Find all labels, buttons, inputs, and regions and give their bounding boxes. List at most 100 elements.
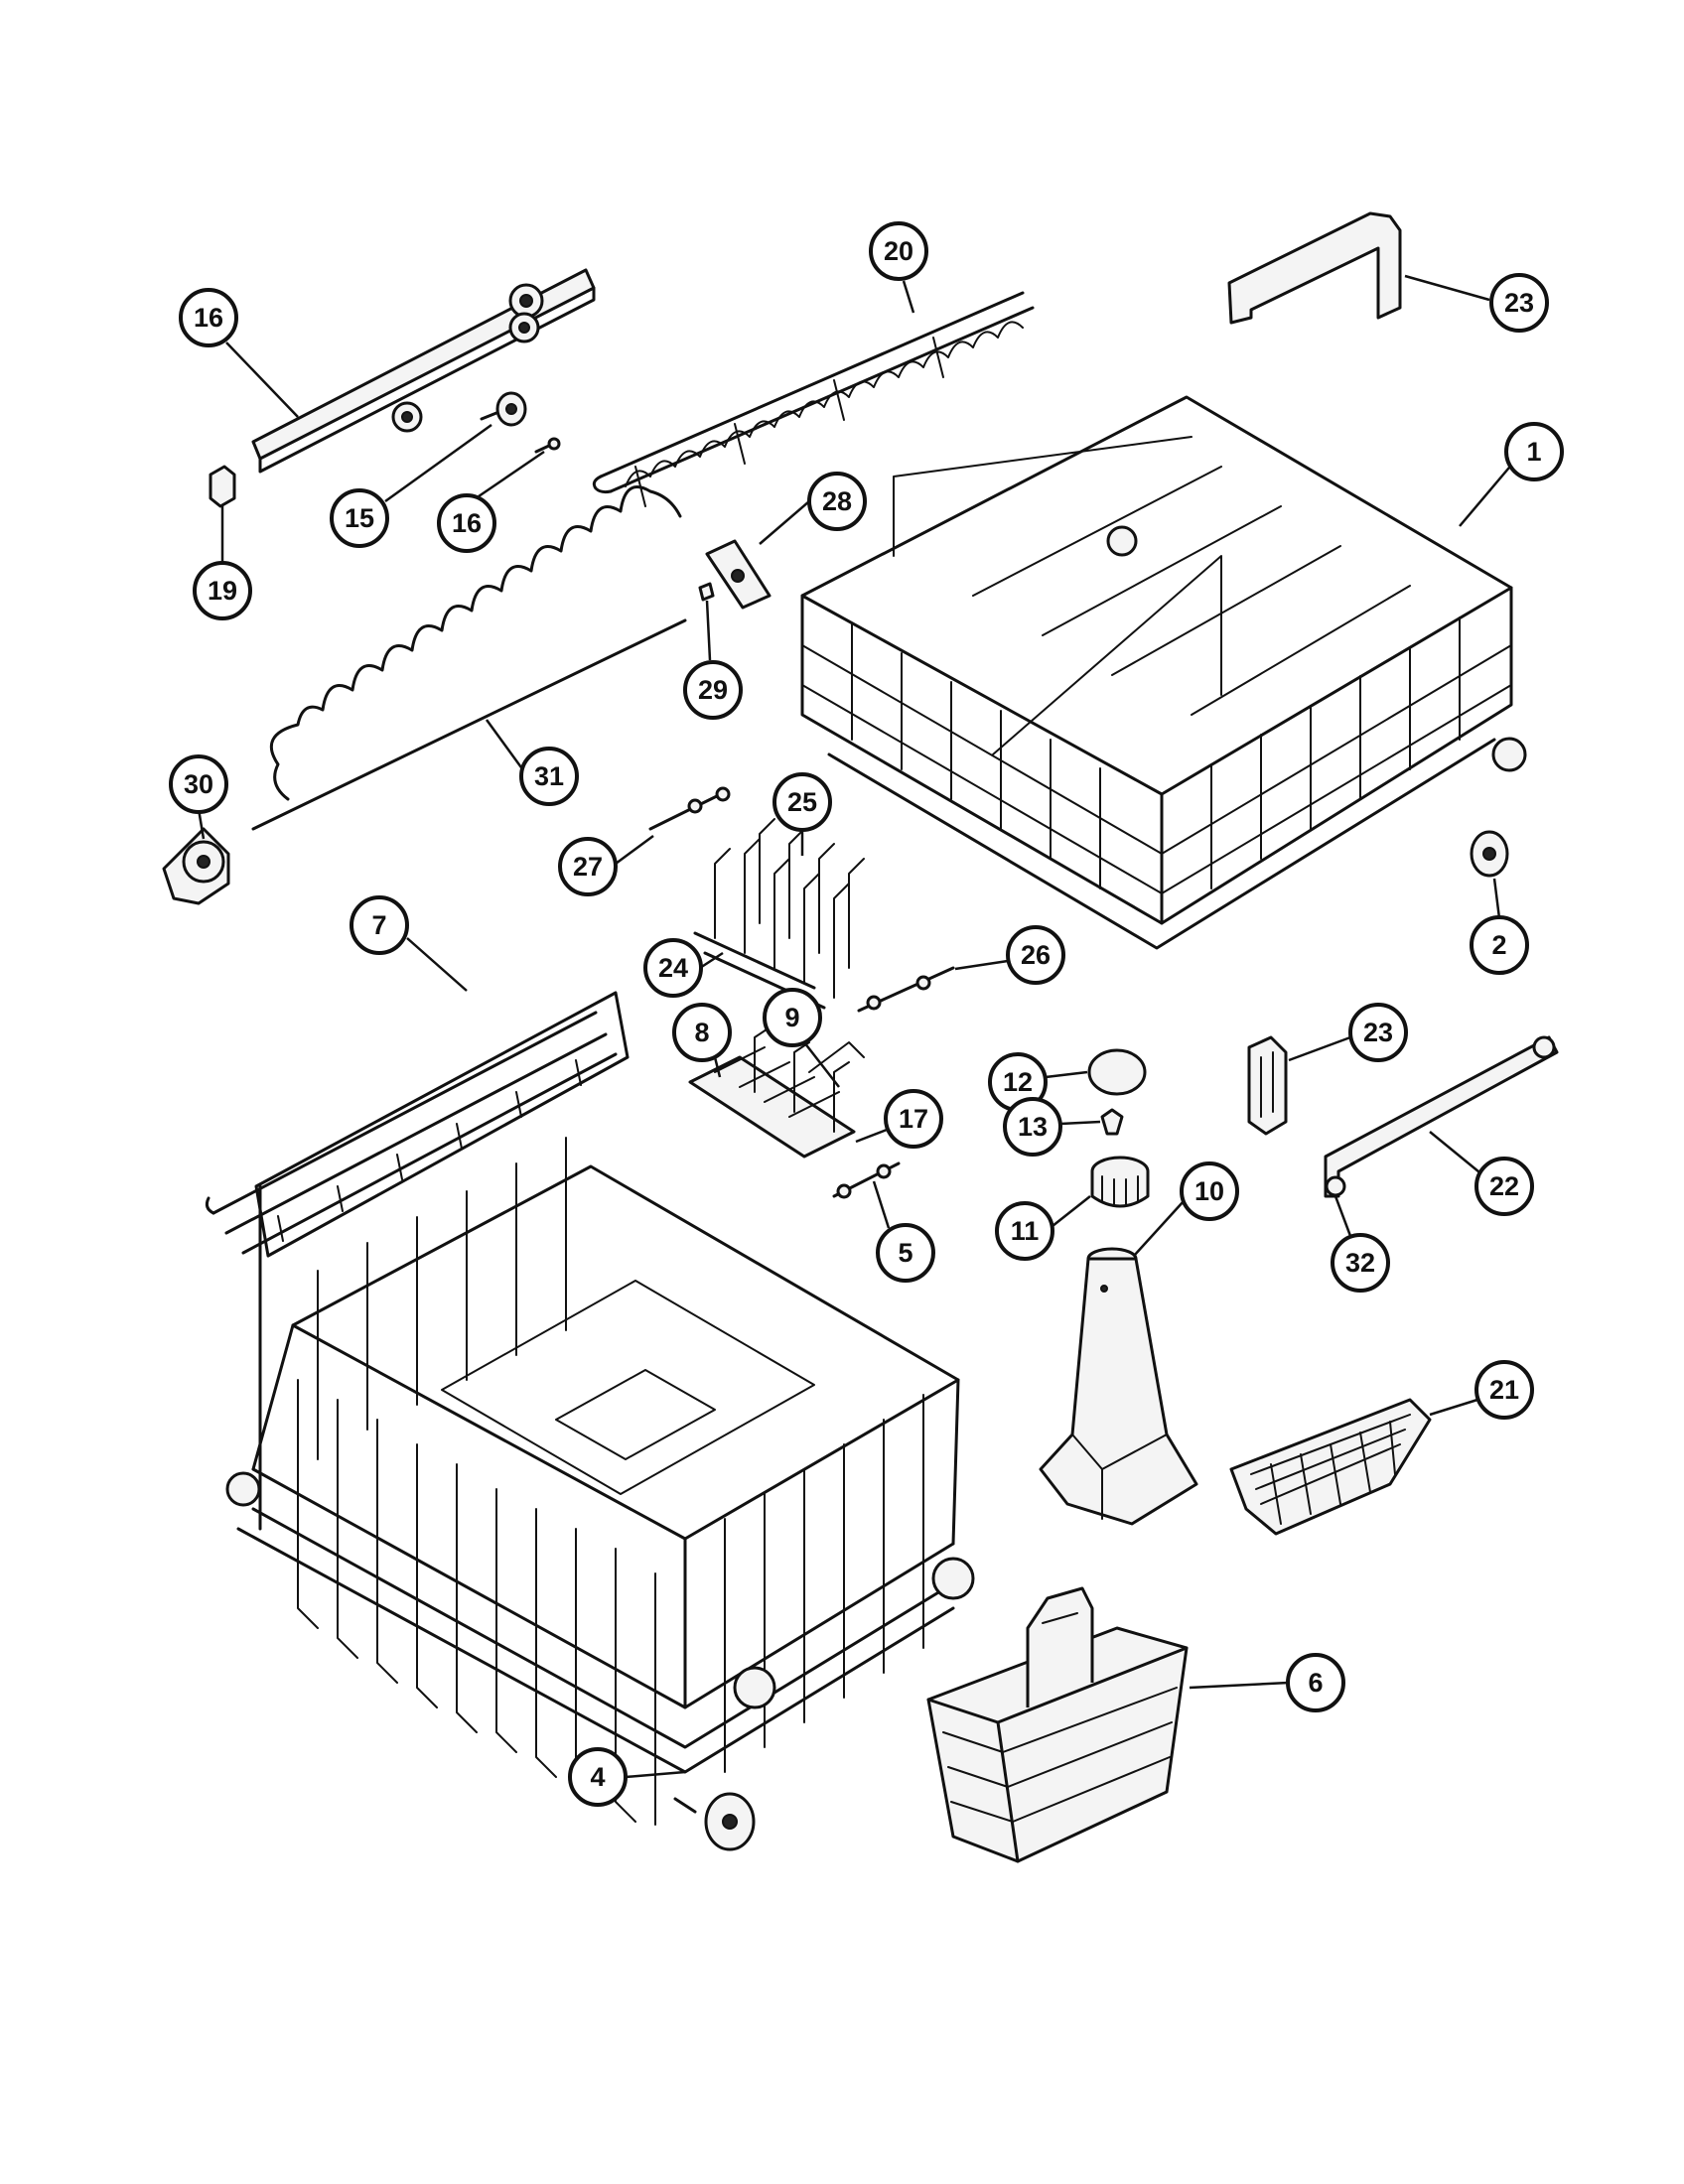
callout-27: 27 — [558, 837, 618, 896]
callout-29: 29 — [683, 660, 743, 720]
callout-label-23: 23 — [1363, 1018, 1393, 1047]
callout-label-6: 6 — [1308, 1668, 1323, 1698]
leader-7 — [406, 937, 468, 992]
callout-8: 8 — [672, 1003, 732, 1062]
leader-31 — [485, 719, 528, 775]
callout-22: 22 — [1474, 1157, 1534, 1216]
callout-4: 4 — [568, 1747, 628, 1807]
part-4-wheel — [673, 1792, 756, 1851]
part-1-upper-rack — [800, 395, 1527, 950]
callout-30: 30 — [169, 754, 228, 814]
leader-6 — [1189, 1681, 1290, 1690]
callout-18: 19 — [193, 561, 252, 620]
leader-22 — [1429, 1131, 1485, 1177]
callout-10: 10 — [1180, 1161, 1239, 1221]
callout-label-31: 31 — [534, 761, 564, 791]
callout-21: 23 — [1489, 273, 1549, 333]
callout-label-27: 27 — [573, 852, 603, 882]
leader-28 — [759, 500, 810, 545]
callout-13: 13 — [1003, 1097, 1062, 1157]
part-28-bracket — [705, 539, 772, 610]
callout-label-19: 20 — [884, 236, 913, 266]
part-5-clip — [832, 1161, 901, 1199]
part-14-rack-track — [251, 268, 596, 474]
callout-9: 9 — [763, 988, 822, 1047]
callout-6: 6 — [1286, 1653, 1345, 1712]
part-2-wheel — [1470, 830, 1509, 878]
callout-label-2: 2 — [1491, 930, 1506, 960]
callout-label-8: 8 — [694, 1018, 709, 1047]
callout-label-12: 12 — [1003, 1067, 1033, 1097]
callout-label-5: 5 — [898, 1238, 912, 1268]
leader-4 — [625, 1770, 686, 1779]
leader-26 — [954, 959, 1009, 971]
part-12-cap — [1087, 1048, 1147, 1096]
callout-label-26: 26 — [1021, 940, 1051, 970]
leader-9 — [803, 1041, 840, 1088]
callout-7: 7 — [350, 895, 409, 955]
part-21-handle — [1227, 211, 1402, 325]
callout-label-24: 24 — [658, 953, 688, 983]
part-27-clip — [648, 786, 731, 831]
callout-26: 26 — [1006, 925, 1065, 985]
leader-30 — [197, 808, 206, 840]
callout-label-16: 16 — [452, 508, 482, 538]
part-18-end-cap — [209, 465, 236, 508]
callout-32: 32 — [1331, 1233, 1390, 1293]
callout-28: 28 — [807, 472, 867, 531]
part-10-spray-tower — [1039, 1247, 1198, 1526]
part-29-fastener — [698, 582, 715, 602]
leader-1 — [1459, 461, 1515, 527]
part-22-track-arm — [1324, 1035, 1559, 1198]
leader-2 — [1492, 878, 1501, 919]
part-24-tine-assembly — [693, 818, 865, 1010]
callout-24: 24 — [643, 938, 703, 998]
callout-16: 16 — [437, 493, 496, 553]
part-15-roller — [480, 391, 527, 427]
callout-label-7: 7 — [371, 910, 386, 940]
callout-label-1: 1 — [1526, 437, 1541, 467]
callout-1: 1 — [1504, 422, 1564, 481]
callout-label-13: 13 — [1018, 1112, 1048, 1142]
callout-label-21: 23 — [1504, 288, 1534, 318]
leader-19 — [902, 280, 915, 314]
callout-31: 31 — [519, 747, 579, 806]
part-13-screw — [1100, 1108, 1124, 1136]
leader-32 — [1333, 1195, 1352, 1237]
leader-lines — [197, 274, 1515, 1779]
callout-label-9: 9 — [784, 1003, 799, 1032]
callout-19: 20 — [869, 221, 928, 281]
callout-14: 16 — [179, 288, 238, 347]
callout-label-17: 17 — [899, 1104, 928, 1134]
callout-2: 2 — [1470, 915, 1529, 975]
part-8-9-17-small-rack — [688, 1026, 865, 1159]
callout-label-30: 30 — [184, 769, 213, 799]
leader-17 — [855, 1128, 888, 1144]
leader-12 — [1045, 1070, 1088, 1079]
callout-label-18: 19 — [208, 576, 237, 606]
leader-20 — [1429, 1398, 1478, 1417]
callout-label-10: 10 — [1194, 1176, 1224, 1206]
callout-label-4: 4 — [590, 1762, 605, 1792]
part-23-slide-clip — [1247, 1035, 1288, 1136]
part-20-small-basket — [1229, 1398, 1432, 1536]
leader-8 — [713, 1056, 722, 1078]
part-31-tine-wire — [251, 485, 687, 831]
part-16-screw — [534, 437, 561, 454]
callout-label-14: 16 — [194, 303, 223, 333]
callout-5: 5 — [876, 1223, 935, 1283]
leader-13 — [1059, 1120, 1101, 1126]
leader-14 — [225, 341, 299, 418]
callout-label-32: 32 — [1345, 1248, 1375, 1278]
callout-label-11: 11 — [1011, 1216, 1040, 1246]
leader-10 — [1133, 1200, 1185, 1257]
part-6-large-basket — [926, 1586, 1189, 1863]
callout-label-22: 22 — [1489, 1171, 1519, 1201]
callout-11: 11 — [995, 1201, 1054, 1261]
callout-label-15: 15 — [345, 503, 374, 533]
callout-25: 25 — [772, 772, 832, 832]
leader-5 — [872, 1180, 891, 1229]
callout-20: 21 — [1474, 1360, 1534, 1420]
leader-16 — [478, 450, 545, 498]
